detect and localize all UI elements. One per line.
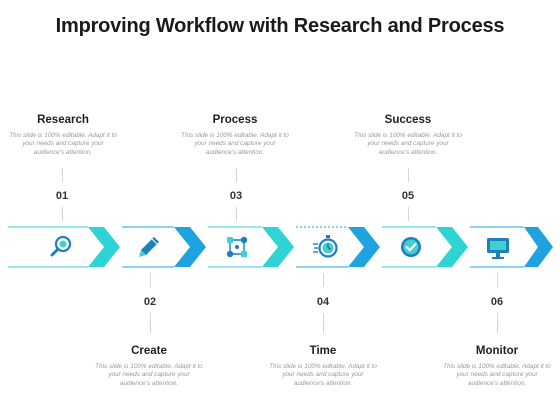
magnifier-icon (46, 232, 76, 262)
step-label-process: Process (212, 114, 258, 126)
chevron-03 (262, 227, 294, 267)
connector-line-01b (62, 207, 63, 221)
check-circle-icon (396, 232, 426, 262)
connector-line-01 (62, 168, 63, 182)
step-desc-time: This slide is 100% editable. Adapt it to… (269, 363, 377, 387)
segment-06 (470, 226, 553, 268)
step-label-monitor: Monitor (475, 345, 519, 357)
step-label-success: Success (384, 114, 432, 126)
step-desc-create: This slide is 100% editable. Adapt it to… (95, 363, 203, 387)
segment-05 (382, 226, 468, 268)
chevron-02 (174, 227, 206, 267)
step-desc-process: This slide is 100% editable. Adapt it to… (181, 132, 289, 156)
connector-line-05 (408, 168, 409, 182)
page-title: Improving Workflow with Research and Pro… (55, 15, 505, 37)
connector-line-04 (323, 273, 324, 287)
step-desc-research: This slide is 100% editable. Adapt it to… (9, 132, 117, 156)
connector-line-03 (236, 168, 237, 182)
step-desc-success: This slide is 100% editable. Adapt it to… (354, 132, 462, 156)
connector-line-02b (150, 313, 151, 333)
connector-line-02 (150, 273, 151, 287)
process-strip (8, 226, 553, 268)
connector-line-05b (408, 207, 409, 221)
step-label-time: Time (309, 345, 337, 357)
step-number-04: 04 (316, 296, 330, 308)
step-number-05: 05 (401, 190, 415, 202)
chevron-06 (524, 227, 553, 267)
step-label-research: Research (37, 114, 89, 126)
step-label-create: Create (131, 345, 167, 357)
monitor-icon (483, 232, 513, 262)
pencil-icon (134, 232, 164, 262)
connector-line-06 (497, 273, 498, 287)
segment-01 (8, 226, 120, 268)
step-number-02: 02 (143, 296, 157, 308)
segment-04 (296, 226, 380, 268)
chevron-01 (88, 227, 120, 267)
connector-line-03b (236, 207, 237, 221)
stopwatch-icon (311, 232, 341, 262)
segment-03 (208, 226, 294, 268)
connector-line-04b (323, 313, 324, 333)
chevron-05 (436, 227, 468, 267)
step-number-01: 01 (55, 190, 69, 202)
step-number-06: 06 (490, 296, 504, 308)
process-nodes-icon (222, 232, 252, 262)
connector-line-06b (497, 313, 498, 333)
segment-02 (122, 226, 206, 268)
step-desc-monitor: This slide is 100% editable. Adapt it to… (443, 363, 551, 387)
step-number-03: 03 (229, 190, 243, 202)
chevron-04 (348, 227, 380, 267)
